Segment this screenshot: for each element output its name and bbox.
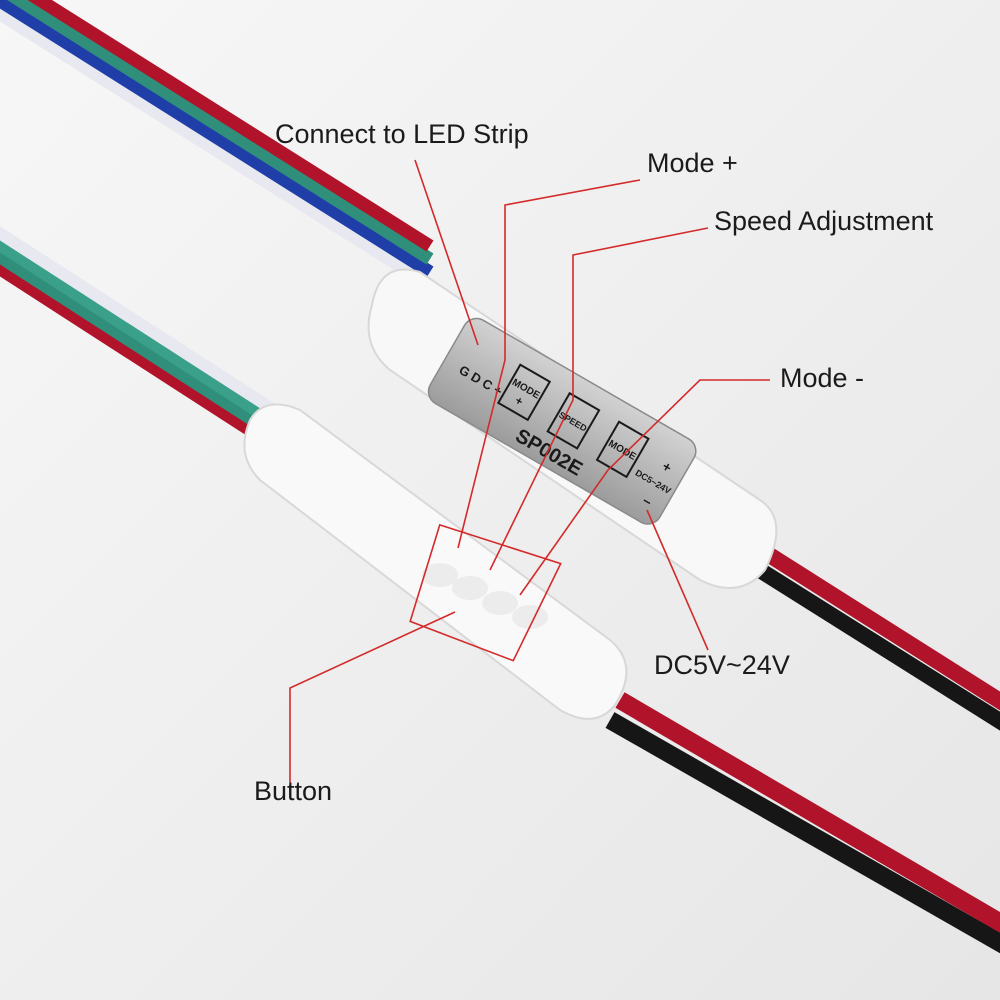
callout-mode-plus: Mode + [647,148,738,178]
button-bump-4 [512,605,548,629]
callout-speed-adjustment: Speed Adjustment [714,206,934,236]
callout-line-connect [414,159,479,346]
callout-line-speed [489,227,709,571]
button-bump-1 [422,563,458,587]
callout-line-button [289,611,456,790]
callout-dc-voltage: DC5V~24V [654,650,790,680]
callout-connect-to-led-strip: Connect to LED Strip [275,119,529,149]
callout-line-dc [646,509,709,651]
callout-button: Button [254,776,333,806]
button-highlight-box [409,523,562,662]
upper-ribbon-cable [0,0,434,291]
callout-lines [289,159,770,790]
callout-line-mode-minus [519,379,770,596]
upper-power-cable [715,523,1000,731]
callout-mode-minus: Mode - [780,363,865,393]
lower-ribbon-cable [0,226,284,456]
lower-controller-housing [243,403,628,720]
callout-line-mode-plus [457,179,641,549]
button-bump-2 [452,576,488,600]
lower-power-cable [605,692,1000,954]
button-bump-3 [482,591,518,615]
